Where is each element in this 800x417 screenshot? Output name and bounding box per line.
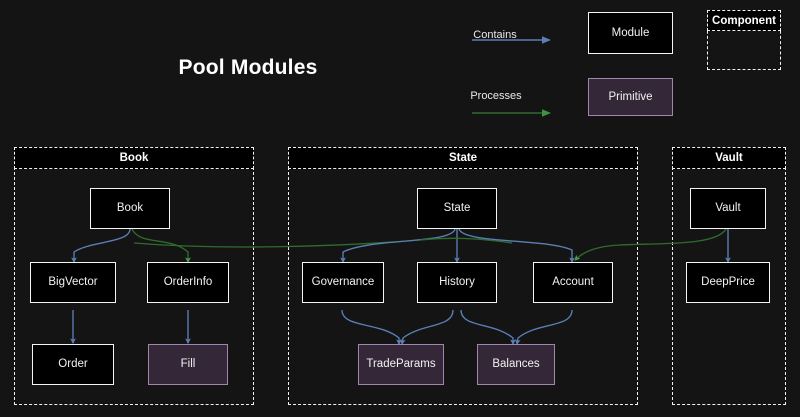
node-account[interactable]: Account	[533, 262, 613, 303]
node-deepprice[interactable]: DeepPrice	[686, 262, 770, 303]
legend-processes-arrow	[472, 109, 551, 117]
legend-component-label: Component	[707, 10, 781, 31]
node-order[interactable]: Order	[32, 344, 114, 385]
node-vault[interactable]: Vault	[690, 188, 766, 229]
legend-contains-arrow	[472, 36, 551, 44]
legend-contains-label: Contains	[473, 29, 517, 41]
cluster-state-label: State	[288, 147, 638, 169]
node-bigvector[interactable]: BigVector	[30, 262, 116, 303]
legend-primitive-box: Primitive	[588, 78, 673, 116]
legend-processes-label: Processes	[470, 90, 522, 102]
legend-module-box: Module	[588, 12, 673, 54]
node-book[interactable]: Book	[90, 188, 170, 229]
node-history[interactable]: History	[417, 262, 497, 303]
cluster-vault-label: Vault	[672, 147, 786, 169]
node-governance[interactable]: Governance	[302, 262, 384, 303]
node-balances[interactable]: Balances	[477, 344, 555, 385]
node-state[interactable]: State	[417, 188, 497, 229]
page-title: Pool Modules	[178, 56, 318, 79]
cluster-book-label: Book	[14, 147, 254, 169]
node-fill[interactable]: Fill	[148, 344, 228, 385]
node-tradeparams[interactable]: TradeParams	[358, 344, 444, 385]
node-orderinfo[interactable]: OrderInfo	[147, 262, 229, 303]
